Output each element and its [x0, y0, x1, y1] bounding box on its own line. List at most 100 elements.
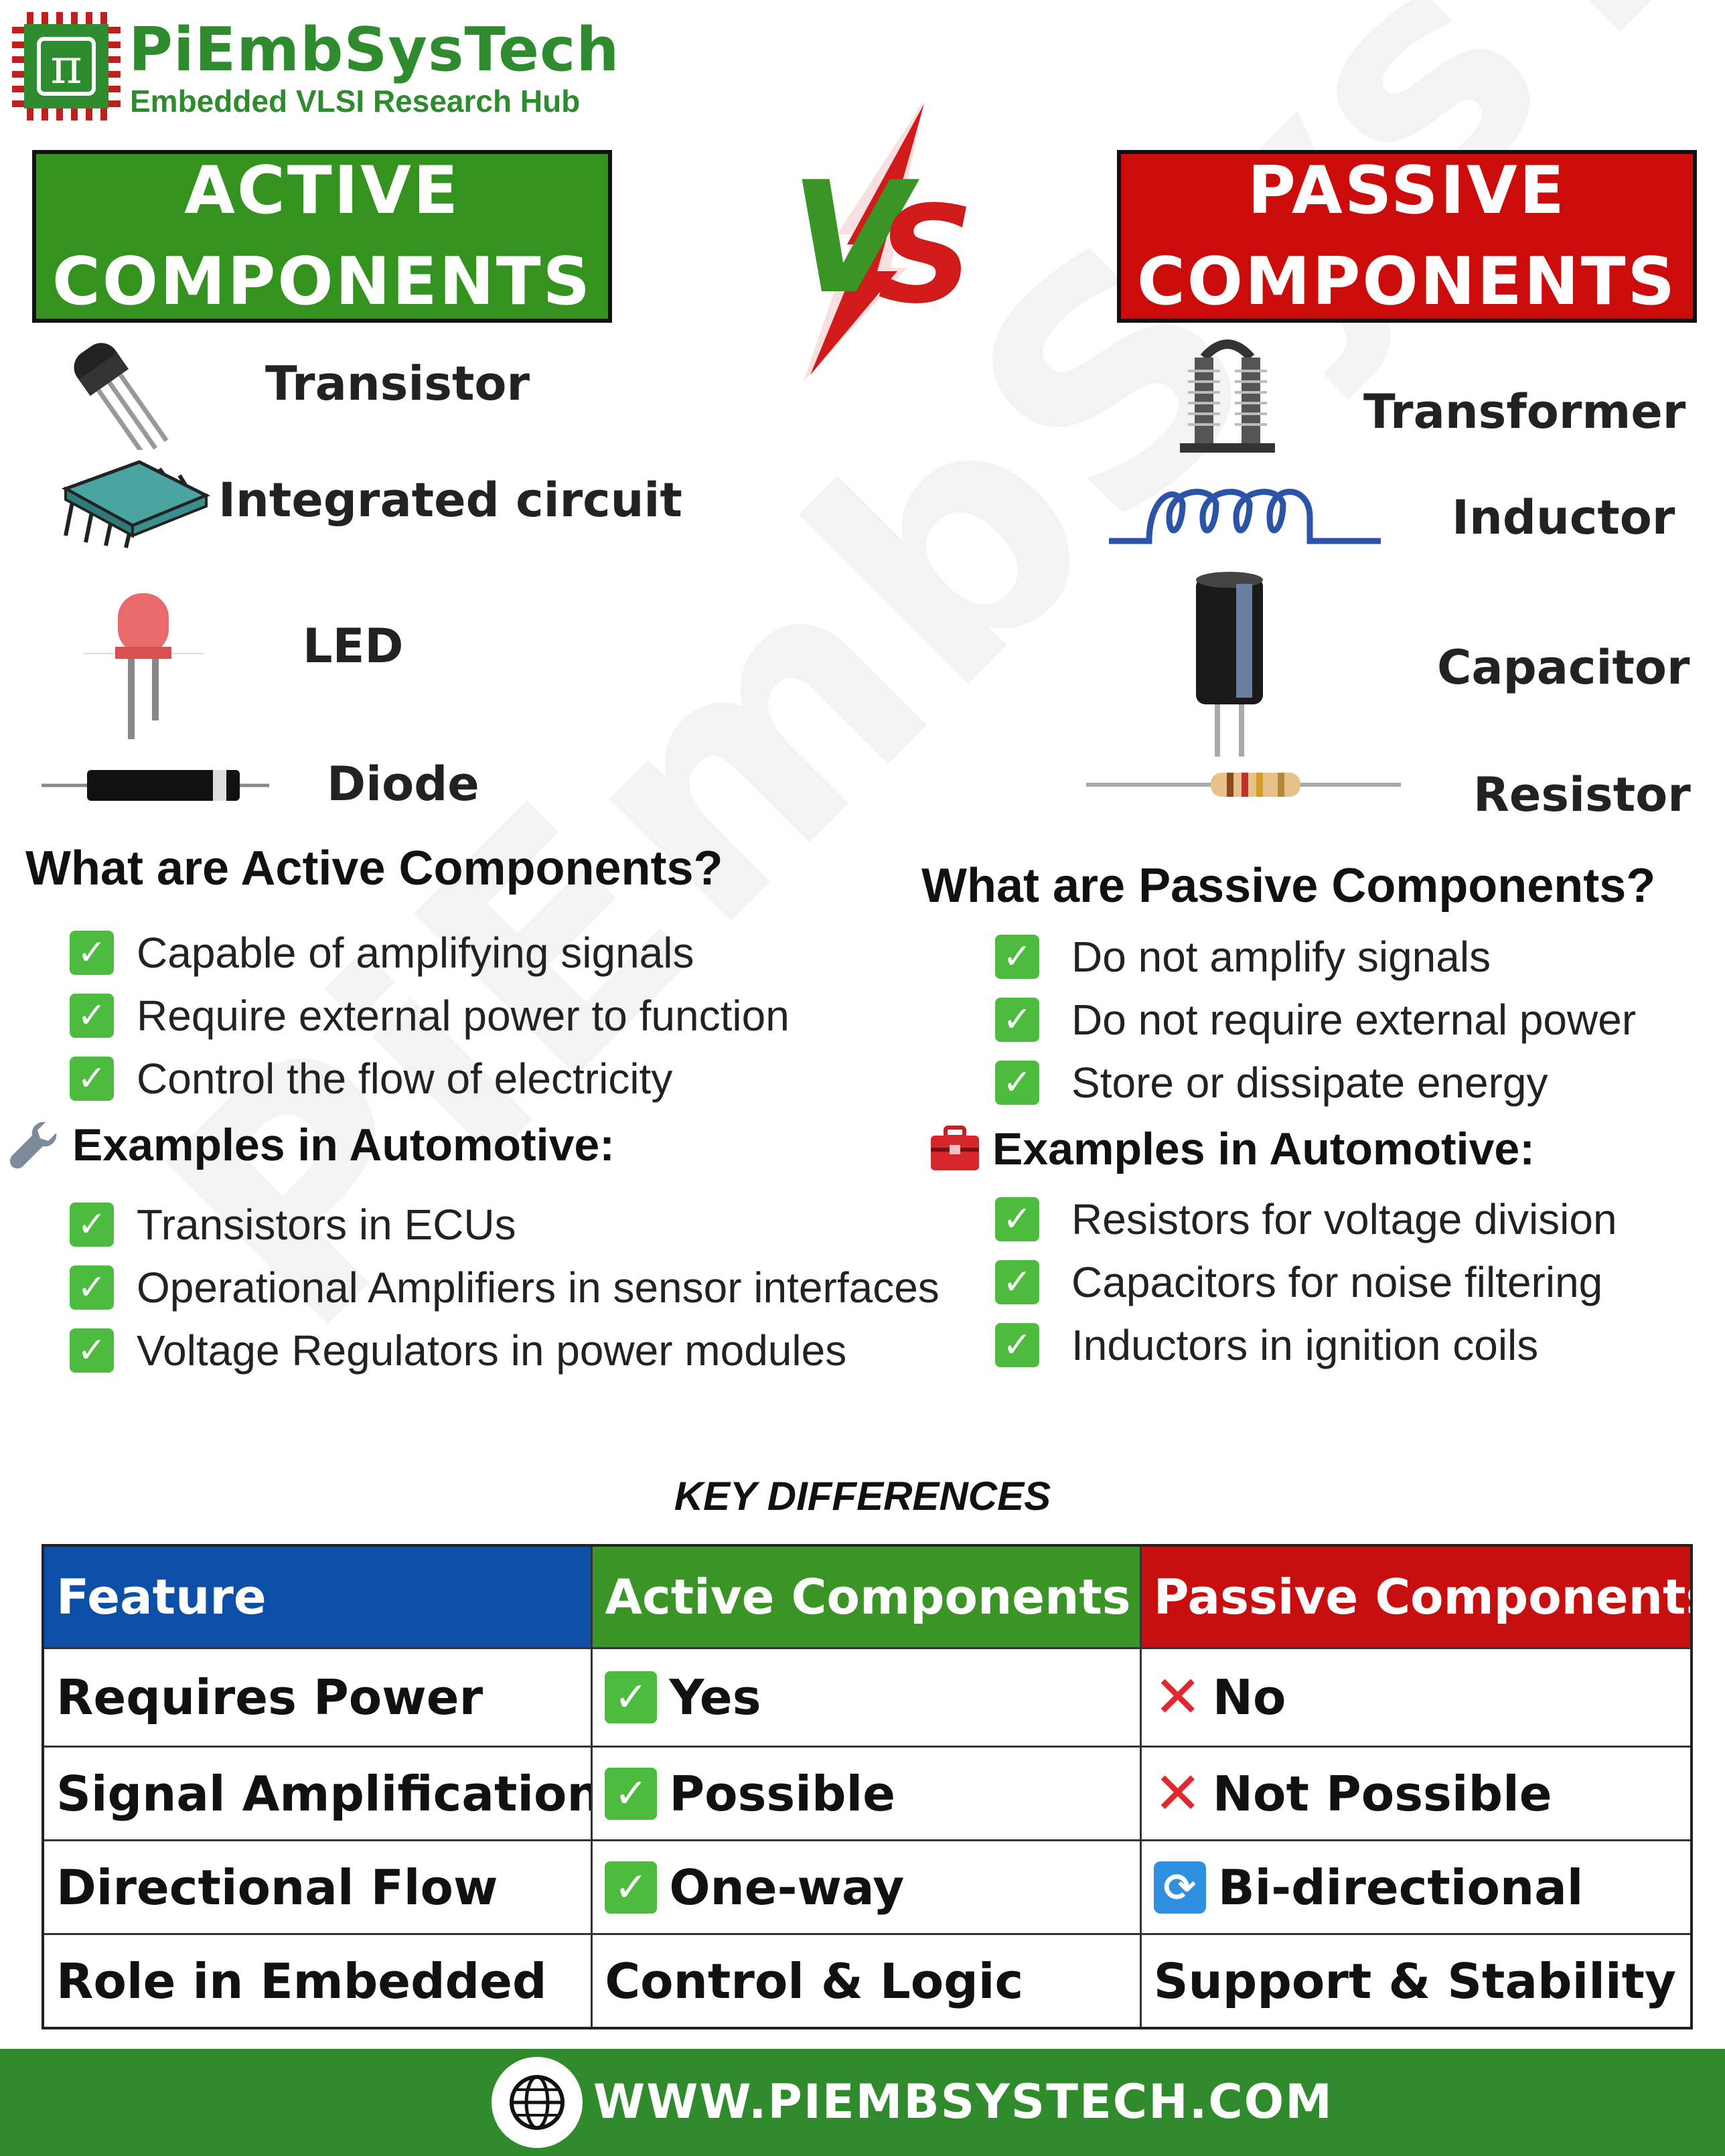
capacitor-icon: [1196, 572, 1263, 757]
active-example-1: Transistors in ECUs: [137, 1201, 516, 1249]
check-icon: ✓: [70, 1328, 114, 1373]
active-question: What are Active Components?: [25, 842, 723, 895]
passive-component-label-2: Inductor: [1452, 490, 1675, 545]
check-icon: ✓: [70, 931, 114, 975]
passive-value: No: [1212, 1669, 1286, 1725]
transistor-icon: [74, 343, 169, 450]
active-value: Possible: [669, 1765, 896, 1822]
feature-cell: Role in Embedded: [44, 1935, 593, 2027]
table-row: Requires Power ✓Yes ✕No: [44, 1647, 1690, 1746]
led-icon: [83, 593, 204, 739]
passive-point-1: Do not amplify signals: [1071, 933, 1491, 981]
active-example-3: Voltage Regulators in power modules: [137, 1326, 847, 1375]
check-icon: ✓: [70, 1057, 114, 1101]
passive-examples-list: ✓ Resistors for voltage division ✓Capacit…: [995, 1188, 1617, 1377]
svg-text:π: π: [50, 38, 82, 94]
active-component-label-1: Transistor: [265, 356, 530, 411]
check-icon: ✓: [605, 1671, 658, 1723]
table-header-row: Feature Active Components Passive Compon…: [44, 1547, 1691, 1647]
passive-example-3: Inductors in ignition coils: [1071, 1321, 1539, 1369]
check-icon: ✓: [995, 1260, 1039, 1304]
check-icon: ✓: [70, 1203, 114, 1247]
active-examples-title: Examples in Automotive:: [7, 1118, 615, 1172]
header-passive: Passive Components: [1141, 1547, 1691, 1647]
check-icon: ✓: [605, 1767, 658, 1820]
list-item: ✓ Resistors for voltage division: [995, 1188, 1617, 1251]
passive-component-label-4: Resistor: [1473, 767, 1691, 822]
website-link[interactable]: WWW.PIEMBSYSTECH.COM: [593, 2074, 1333, 2129]
vs-icon: V S: [790, 100, 971, 382]
svg-text:S: S: [877, 177, 971, 333]
list-item: ✓ Operational Amplifiers in sensor interf…: [70, 1256, 940, 1319]
passive-point-3: Store or dissipate energy: [1071, 1059, 1548, 1107]
toolbox-icon: [931, 1126, 979, 1170]
feature-cell: Requires Power: [44, 1649, 593, 1746]
list-item: ✓Do not amplify signals: [995, 925, 1636, 988]
brand-tagline: Embedded VLSI Research Hub: [130, 84, 581, 119]
repeat-icon: ⟳: [1153, 1861, 1206, 1914]
active-title-line2: COMPONENTS: [52, 244, 593, 320]
active-value: Yes: [669, 1669, 761, 1725]
active-examples-label: Examples in Automotive:: [72, 1120, 615, 1170]
table-row: Directional Flow ✓One-way ⟳Bi-directiona…: [44, 1839, 1690, 1933]
check-icon: ✓: [995, 1323, 1039, 1367]
passive-components-title: PASSIVE COMPONENTS: [1117, 150, 1697, 323]
passive-points-list: ✓Do not amplify signals ✓Do not require …: [995, 925, 1636, 1114]
globe-icon: [492, 2057, 583, 2148]
list-item: ✓ Control the flow of electricity: [70, 1047, 790, 1110]
list-item: ✓ Store or dissipate energy: [995, 1051, 1636, 1114]
feature-cell: Directional Flow: [44, 1841, 593, 1933]
passive-question: What are Passive Components?: [921, 859, 1656, 913]
transformer-icon: [1180, 339, 1275, 453]
list-item: ✓Do not require external power: [995, 988, 1636, 1051]
resistor-icon: [1086, 773, 1401, 797]
active-cell: Control & Logic: [593, 1935, 1142, 2027]
svg-text:V: V: [790, 149, 920, 328]
active-title-line1: ACTIVE: [184, 153, 460, 229]
passive-value: Bi-directional: [1217, 1859, 1584, 1916]
passive-value: Not Possible: [1212, 1765, 1552, 1822]
passive-title-line1: PASSIVE: [1248, 153, 1566, 229]
diode-icon: [42, 770, 269, 801]
active-points-list: ✓Capable of amplifying signals ✓Require …: [70, 921, 790, 1110]
logo-chip-icon: π: [12, 12, 121, 121]
passive-component-label-1: Transformer: [1363, 384, 1686, 439]
brand-name: PiEmbSysTech: [129, 15, 620, 85]
active-component-label-4: Diode: [327, 757, 479, 812]
active-examples-list: ✓ Transistors in ECUs ✓ Operational Amplif…: [70, 1193, 940, 1382]
check-icon: ✓: [995, 1197, 1039, 1241]
passive-example-1: Resistors for voltage division: [1071, 1195, 1617, 1243]
check-icon: ✓: [70, 994, 114, 1038]
header-feature: Feature: [44, 1547, 593, 1647]
table-row: Signal Amplification ✓Possible ✕Not Poss…: [44, 1746, 1690, 1839]
active-component-label-2: Integrated circuit: [218, 473, 682, 528]
feature-cell: Signal Amplification: [44, 1748, 593, 1839]
list-item: ✓ Voltage Regulators in power modules: [70, 1319, 940, 1382]
active-cell: ✓Yes: [593, 1649, 1142, 1746]
passive-component-label-3: Capacitor: [1437, 640, 1690, 695]
active-value: One-way: [669, 1859, 905, 1916]
list-item: ✓ Capable of amplifying signals: [70, 921, 790, 984]
active-point-3: Control the flow of electricity: [137, 1055, 673, 1103]
passive-cell: Support & Stability: [1142, 1935, 1690, 2027]
passive-point-2: Do not require external power: [1071, 996, 1637, 1044]
check-icon: ✓: [995, 1061, 1039, 1105]
inductor-icon: [1109, 489, 1381, 544]
passive-examples-label: Examples in Automotive:: [992, 1124, 1535, 1174]
list-item: ✓ Inductors in ignition coils: [995, 1314, 1617, 1377]
active-example-2: Operational Amplifiers in sensor interfa…: [137, 1263, 940, 1312]
passive-title-line2: COMPONENTS: [1136, 244, 1677, 320]
cross-icon: ✕: [1153, 1760, 1202, 1827]
list-item: ✓Capacitors for noise filtering: [995, 1251, 1617, 1314]
check-icon: ✓: [70, 1265, 114, 1310]
wrench-icon: [10, 1122, 57, 1168]
active-cell: ✓One-way: [593, 1841, 1142, 1933]
list-item: ✓ Transistors in ECUs: [70, 1193, 940, 1256]
key-differences-title: KEY DIFFERENCES: [674, 1474, 1051, 1519]
footer-bar: [0, 2049, 1725, 2156]
passive-examples-title: Examples in Automotive:: [928, 1122, 1535, 1176]
passive-cell: ✕No: [1142, 1649, 1690, 1746]
active-point-1: Capable of amplifying signals: [137, 929, 694, 977]
passive-cell: ⟳Bi-directional: [1142, 1841, 1690, 1933]
check-icon: ✓: [605, 1861, 658, 1914]
